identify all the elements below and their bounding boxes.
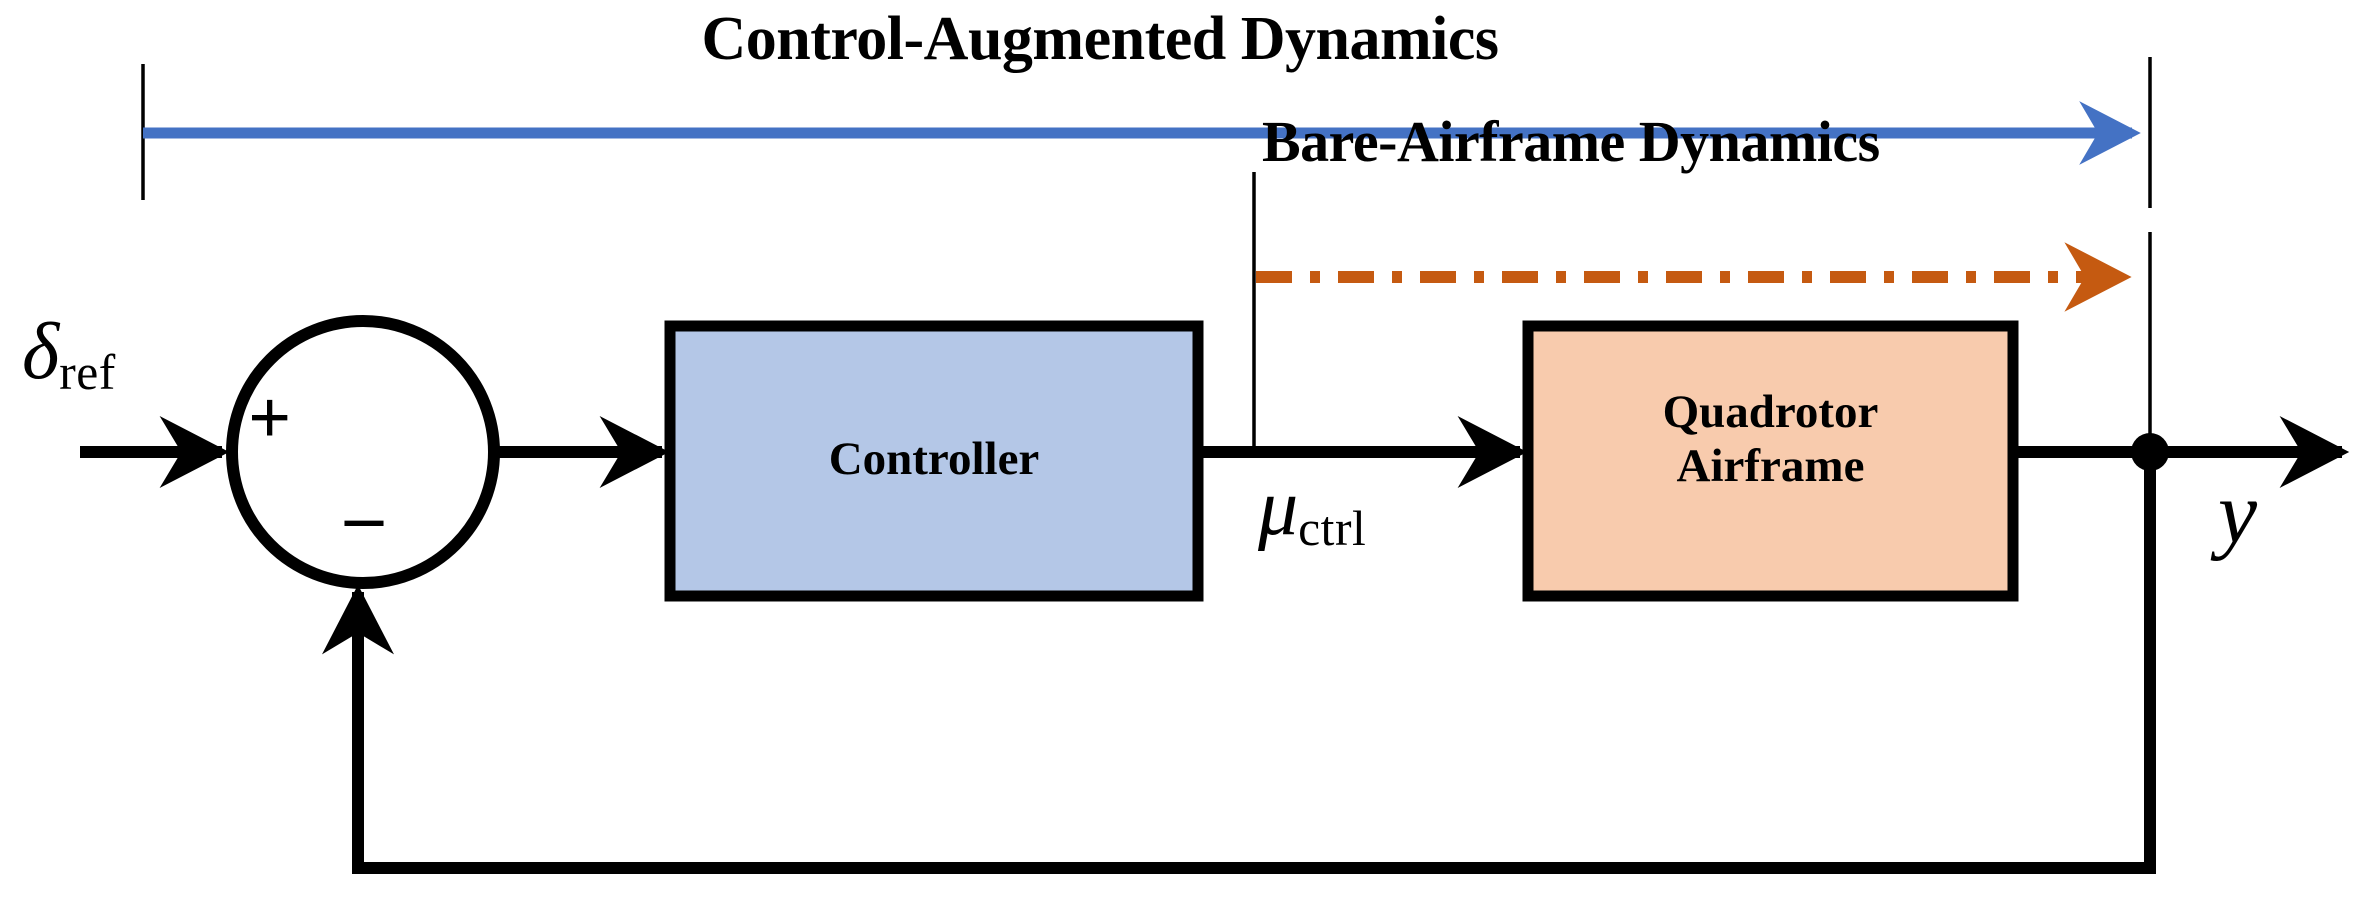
summing-junction-plus-sign: +: [248, 376, 292, 460]
control-signal-subscript: ctrl: [1298, 500, 1367, 556]
output-signal-label: y: [2218, 465, 2258, 562]
controller-block: [664, 320, 1204, 602]
feedback-path: [321, 452, 2156, 874]
summing-junction-circle: [226, 315, 500, 589]
control-augmented-span-label: Control-Augmented Dynamics: [701, 5, 1500, 73]
controller-block-label: Controller: [828, 433, 1040, 485]
control-signal-symbol: μ: [1258, 464, 1299, 552]
airframe-block-label: Quadrotor Airframe: [1528, 385, 2013, 493]
reference-signal-subscript: ref: [59, 344, 116, 400]
control-signal-label: μctrl: [1258, 468, 1366, 554]
airframe-block-label-line1: Quadrotor: [1662, 386, 1879, 438]
airframe-block-label-line2: Airframe: [1676, 440, 1865, 493]
airframe-block: [1522, 320, 2019, 602]
summing-junction-minus-sign: –: [345, 474, 383, 558]
reference-signal-symbol: δ: [22, 308, 60, 396]
reference-signal-label: δref: [22, 312, 116, 398]
bare-airframe-span-label: Bare-Airframe Dynamics: [1262, 109, 1880, 174]
